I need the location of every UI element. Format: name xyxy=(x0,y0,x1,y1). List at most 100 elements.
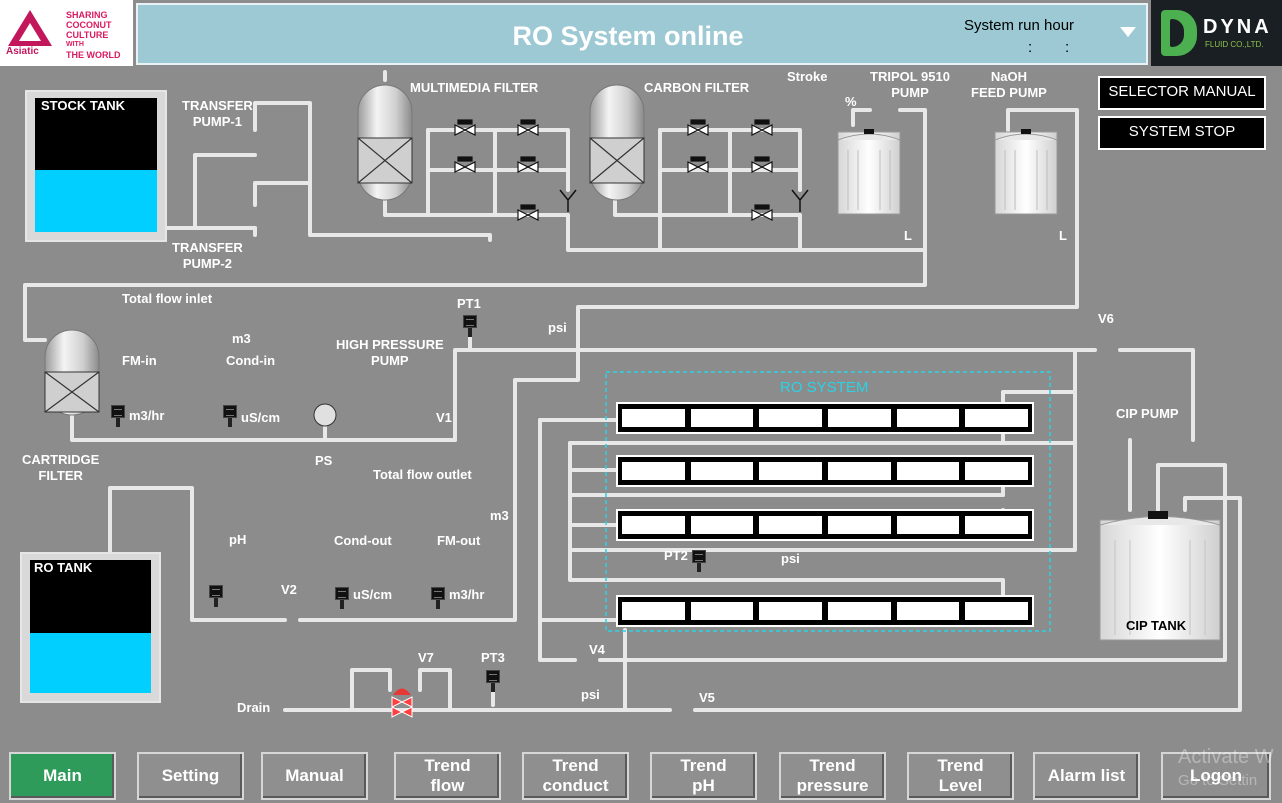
pt1-unit: psi xyxy=(548,320,567,335)
asiatic-logo: Asiatic SHARING COCONUT CULTURE WITH THE… xyxy=(0,0,133,66)
nav-trend-flow-button[interactable]: Trend flow xyxy=(394,752,501,800)
ro-membrane-2 xyxy=(616,455,1034,487)
transfer-pump-2-label: TRANSFER PUMP-2 xyxy=(172,240,243,271)
run-hour-label: System run hour xyxy=(964,17,1075,34)
activation-watermark: Activate W xyxy=(1178,746,1274,768)
valve-mm-4 xyxy=(517,156,539,173)
asiatic-slogan: SHARING COCONUT CULTURE WITH THE WORLD xyxy=(66,10,121,60)
fm-out-label: FM-out xyxy=(437,533,481,548)
nav-setting-button[interactable]: Setting xyxy=(137,752,244,800)
valve-v4-label: V4 xyxy=(589,642,605,657)
title-bar: RO System online System run hour : : xyxy=(136,3,1148,65)
valve-v1-label: V1 xyxy=(436,410,452,425)
valve-mm-3 xyxy=(454,156,476,173)
cond-in-sensor xyxy=(223,405,237,427)
valve-cf-1 xyxy=(687,119,709,136)
valve-cf-2 xyxy=(751,119,773,136)
cartridge-filter-vessel xyxy=(44,329,100,416)
nav-manual-button[interactable]: Manual xyxy=(261,752,368,800)
drain-y-mm xyxy=(559,189,577,212)
drain-valve-red xyxy=(391,688,413,718)
carbon-filter-vessel xyxy=(589,84,645,201)
valve-cf-4 xyxy=(751,156,773,173)
cond-in-unit: uS/cm xyxy=(241,410,281,425)
pt2-sensor xyxy=(692,550,706,572)
fm-in-sensor xyxy=(111,405,125,427)
multimedia-filter-label: MULTIMEDIA FILTER xyxy=(410,80,539,95)
nav-alarm-list-button[interactable]: Alarm list xyxy=(1033,752,1140,800)
pt1-sensor xyxy=(463,315,477,337)
high-pressure-pump-label: HIGH PRESSURE PUMP xyxy=(336,337,444,368)
ro-tank-water-level xyxy=(30,633,151,693)
run-hour-value: : : xyxy=(1028,39,1072,56)
valve-mm-2 xyxy=(517,119,539,136)
ro-tank: RO TANK xyxy=(20,552,161,703)
stroke-percent-label: % xyxy=(845,94,857,109)
drain-label: Drain xyxy=(237,700,271,715)
fm-in-unit: m3/hr xyxy=(129,408,165,423)
nav-trend-ph-button[interactable]: Trend pH xyxy=(650,752,757,800)
pt3-unit: psi xyxy=(581,687,600,702)
cond-out-label: Cond-out xyxy=(334,533,392,548)
total-flow-outlet-unit: m3 xyxy=(490,508,509,523)
naoh-tank xyxy=(994,129,1058,215)
ro-membrane-3 xyxy=(616,509,1034,541)
cond-out-unit: uS/cm xyxy=(353,587,393,602)
valve-mm-1 xyxy=(454,119,476,136)
system-stop-button[interactable]: SYSTEM STOP xyxy=(1098,116,1266,150)
total-flow-outlet-label: Total flow outlet xyxy=(373,467,472,482)
cond-out-sensor xyxy=(335,587,349,609)
valve-v7-label: V7 xyxy=(418,650,434,665)
nav-trend-level-button[interactable]: Trend Level xyxy=(907,752,1014,800)
valve-mm-5 xyxy=(517,204,539,221)
selector-manual-button[interactable]: SELECTOR MANUAL xyxy=(1098,76,1266,110)
page-title: RO System online xyxy=(512,21,744,51)
cip-tank-name: CIP TANK xyxy=(1126,618,1187,633)
valve-v5-label: V5 xyxy=(699,690,715,705)
asiatic-brand: Asiatic xyxy=(6,46,39,57)
total-flow-inlet-unit: m3 xyxy=(232,331,251,346)
nav-trend-pressure-button[interactable]: Trend pressure xyxy=(779,752,886,800)
cartridge-filter-label: CARTRIDGE FILTER xyxy=(22,452,100,483)
pt2-unit: psi xyxy=(781,551,800,566)
dyna-logo-sub: FLUID CO.,LTD. xyxy=(1205,40,1264,49)
valve-v6-label: V6 xyxy=(1098,311,1114,326)
activation-watermark-sub: Go to Settin xyxy=(1178,772,1258,789)
nav-main-button[interactable]: Main xyxy=(9,752,116,800)
ps-label: PS xyxy=(315,453,333,468)
fm-out-sensor xyxy=(431,587,445,609)
fm-out-unit: m3/hr xyxy=(449,587,485,602)
nav-trend-conduct-button[interactable]: Trend conduct xyxy=(522,752,629,800)
naoh-pump-label: NaOH FEED PUMP xyxy=(971,69,1047,100)
multimedia-filter-vessel xyxy=(357,84,413,201)
dyna-logo-text: DYNA xyxy=(1203,16,1272,38)
ph-sensor xyxy=(209,585,223,607)
tripol-tank xyxy=(837,129,901,215)
cip-tank-body xyxy=(1099,511,1221,641)
fm-in-label: FM-in xyxy=(122,353,157,368)
pt3-label: PT3 xyxy=(481,650,505,665)
dyna-logo: DYNA FLUID CO.,LTD. xyxy=(1151,0,1282,66)
ro-membrane-4 xyxy=(616,595,1034,627)
pressure-switch xyxy=(313,403,337,427)
stock-tank: STOCK TANK xyxy=(25,90,167,242)
stock-tank-name: STOCK TANK xyxy=(41,98,126,113)
pt3-sensor xyxy=(486,670,500,692)
ro-system-frame xyxy=(605,371,1051,632)
ro-system-label: RO SYSTEM xyxy=(780,379,869,396)
cip-pump-label: CIP PUMP xyxy=(1116,406,1179,421)
ro-membrane-1 xyxy=(616,402,1034,434)
nav-logon-button[interactable]: Logon xyxy=(1161,752,1271,800)
cond-in-label: Cond-in xyxy=(226,353,276,368)
pt2-label: PT2 xyxy=(664,548,688,563)
pt1-label: PT1 xyxy=(457,296,481,311)
tripol-pump-label: TRIPOL 9510 PUMP xyxy=(870,69,950,100)
ph-label: pH xyxy=(229,532,247,547)
stock-tank-water-level xyxy=(35,170,157,232)
chevron-down-icon[interactable] xyxy=(1120,27,1136,37)
ro-tank-name: RO TANK xyxy=(34,560,93,575)
valve-cf-5 xyxy=(751,204,773,221)
tripol-level-label: L xyxy=(904,228,912,243)
valve-v2-label: V2 xyxy=(281,582,297,597)
